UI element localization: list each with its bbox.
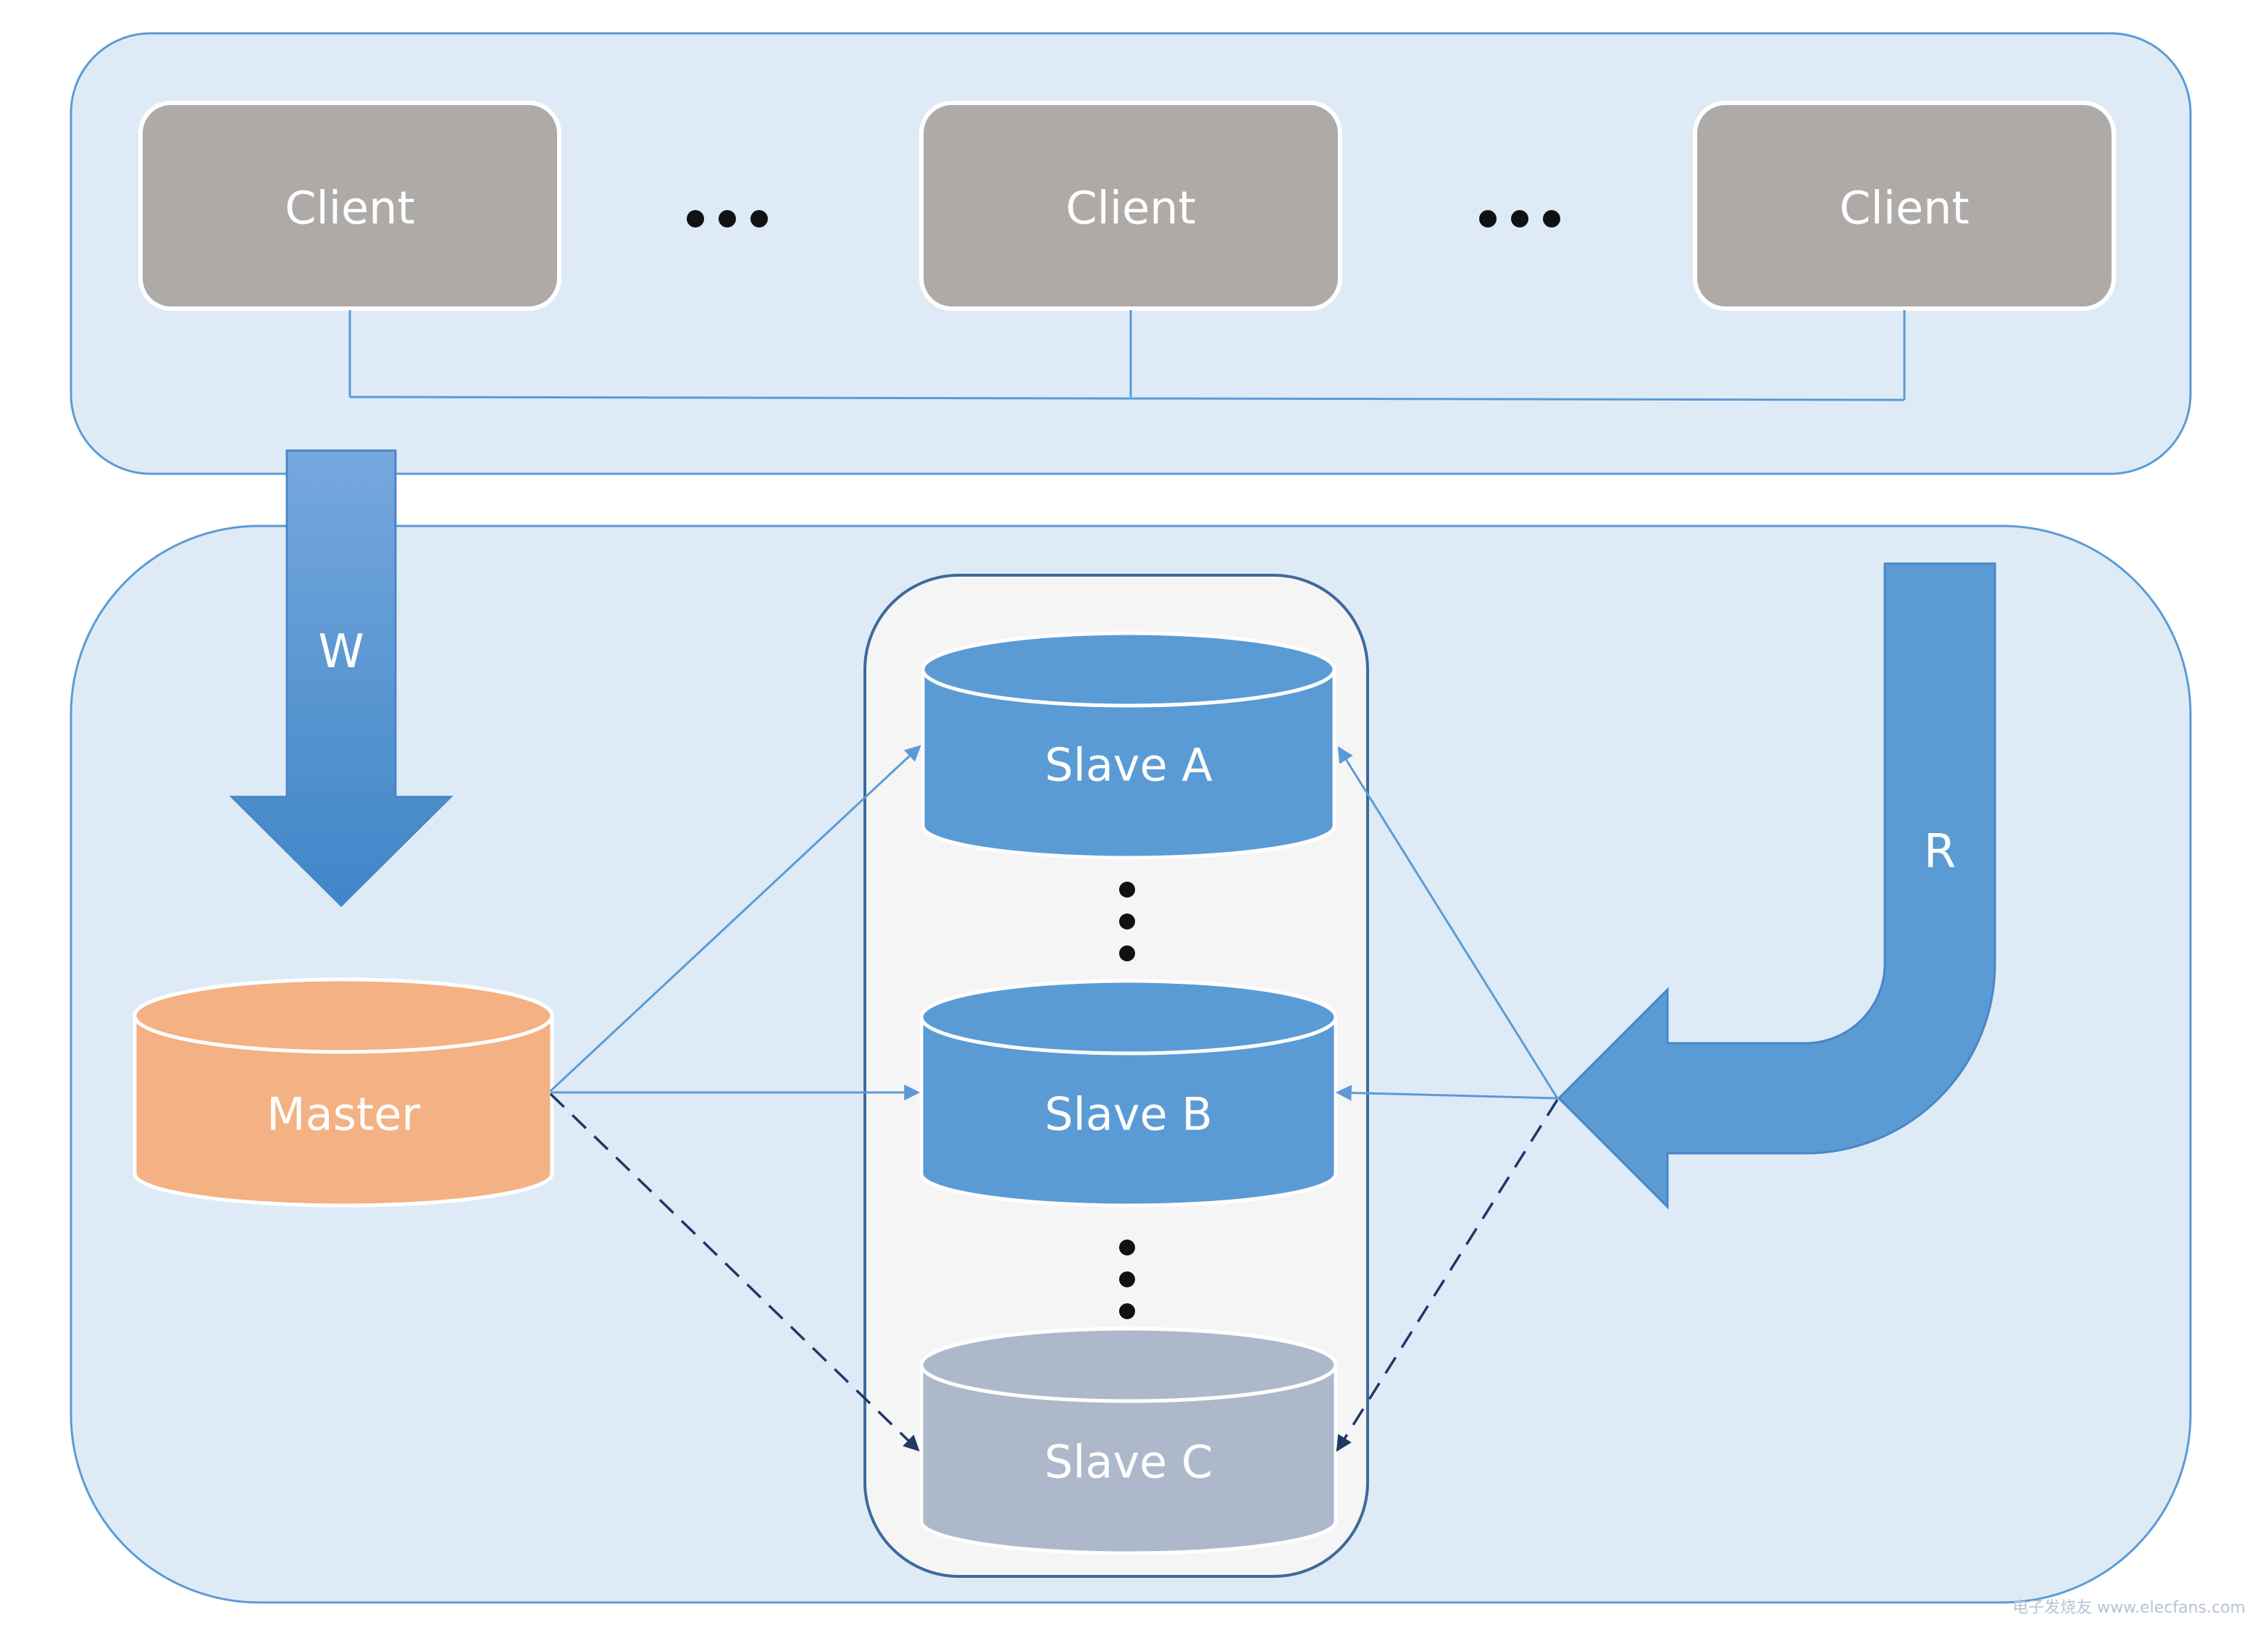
slave-b-label: Slave B xyxy=(1045,1088,1213,1141)
watermark: 电子发烧友 www.elecfans.com xyxy=(2012,1599,2246,1617)
read-route-slave-b xyxy=(1335,1084,1558,1101)
slave-a-database[interactable]: Slave A xyxy=(921,631,1336,860)
slave-a-label: Slave A xyxy=(1045,739,1213,792)
client-box[interactable]: Client xyxy=(138,101,561,311)
read-arrow-label: R xyxy=(1924,825,1956,879)
replication-arrow-slave-a xyxy=(549,745,921,1092)
master-label: Master xyxy=(267,1088,420,1141)
read-route-slave-c xyxy=(1336,1099,1559,1452)
write-arrow: W xyxy=(229,449,453,908)
client-label: Client xyxy=(1839,182,1970,235)
slave-c-database[interactable]: Slave C xyxy=(919,1326,1338,1555)
slave-b-database[interactable]: Slave B xyxy=(919,979,1338,1208)
replication-arrow-slave-c xyxy=(549,1092,920,1452)
client-label: Client xyxy=(285,182,415,235)
ellipsis-icon xyxy=(687,210,768,227)
write-arrow-label: W xyxy=(318,625,364,679)
vertical-ellipsis-icon xyxy=(1119,1240,1135,1319)
read-routing-arrows xyxy=(1335,746,1559,1452)
master-database[interactable]: Master xyxy=(133,977,554,1208)
vertical-ellipsis-icon xyxy=(1119,882,1135,961)
read-arrow: R xyxy=(1557,562,1996,1210)
slave-c-label: Slave C xyxy=(1045,1436,1213,1489)
client-label: Client xyxy=(1066,182,1196,235)
replication-arrows xyxy=(549,745,921,1452)
read-route-slave-a xyxy=(1337,746,1559,1099)
client-box[interactable]: Client xyxy=(919,101,1342,311)
ellipsis-icon xyxy=(1479,210,1560,227)
client-box[interactable]: Client xyxy=(1693,101,2116,311)
client-connector-lines xyxy=(348,310,1906,401)
